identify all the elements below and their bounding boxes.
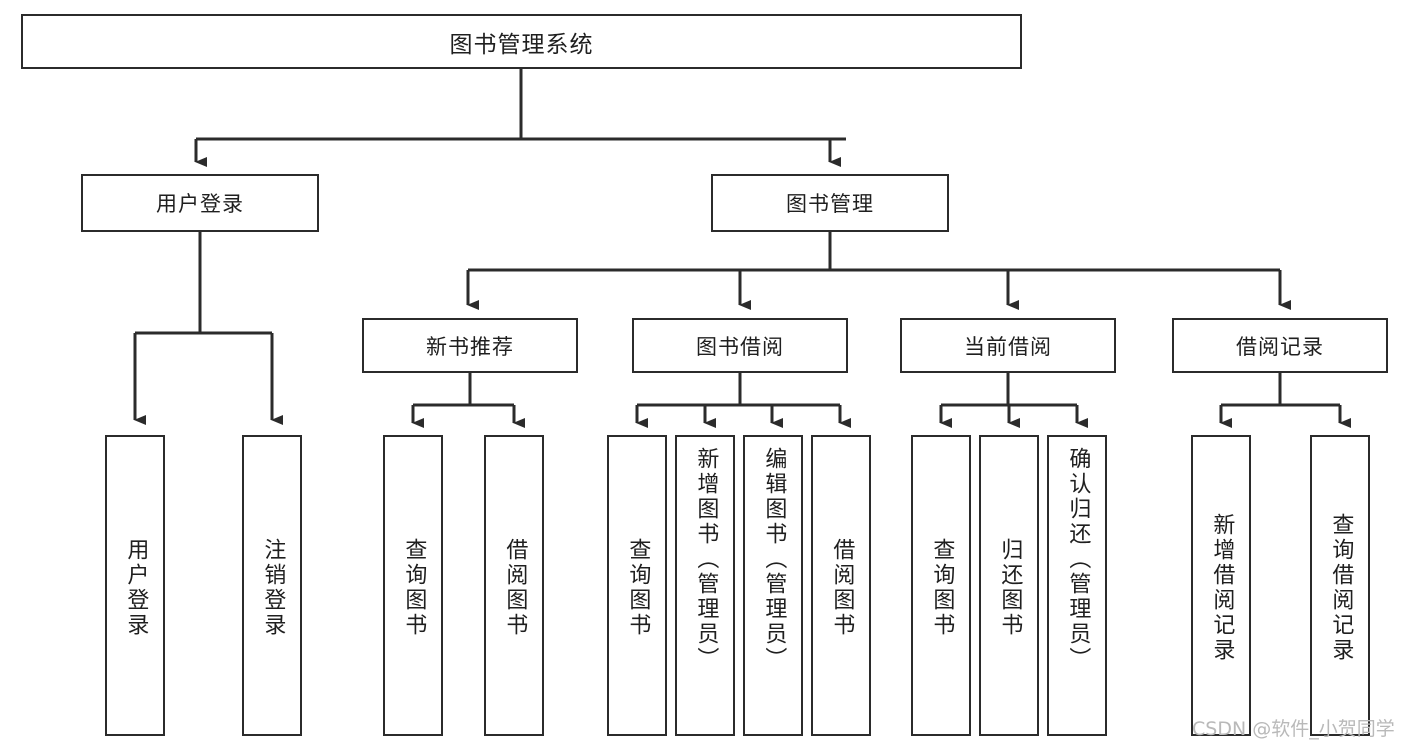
leaf-query-book-1-body: 查询图书: [385, 441, 441, 734]
leaf-user-login-body: 用户登录: [107, 441, 163, 734]
leaf-borrow-book-1[interactable]: 借阅图书: [484, 435, 544, 736]
leaf-return-book-label: 归还图书: [997, 537, 1023, 638]
node-new-book-recommend[interactable]: 新书推荐: [362, 318, 578, 373]
leaf-query-record-body: 查询借阅记录: [1312, 441, 1368, 734]
leaf-confirm-return-body: 确认归还（管理员）: [1049, 441, 1105, 734]
node-current-borrow[interactable]: 当前借阅: [900, 318, 1116, 373]
leaf-query-book-2-label: 查询图书: [625, 537, 651, 638]
leaf-query-book-3-label: 查询图书: [929, 537, 955, 638]
leaf-borrow-book-2-body: 借阅图书: [813, 441, 869, 734]
leaf-borrow-book-1-body: 借阅图书: [486, 441, 542, 734]
leaf-user-login-label: 用户登录: [123, 537, 149, 638]
leaf-query-book-3-body: 查询图书: [913, 441, 969, 734]
node-borrow-record-label: 借阅记录: [1236, 334, 1324, 359]
node-book-manage-label: 图书管理: [786, 192, 874, 216]
leaf-logout-login-label: 注销登录: [260, 537, 286, 638]
leaf-query-book-1[interactable]: 查询图书: [383, 435, 443, 736]
leaf-logout-login-body: 注销登录: [244, 441, 300, 734]
leaf-add-book-label: 新增图书（管理员）: [693, 447, 719, 672]
leaf-add-book-body: 新增图书（管理员）: [677, 441, 733, 734]
leaf-confirm-return[interactable]: 确认归还（管理员）: [1047, 435, 1107, 736]
leaf-add-book[interactable]: 新增图书（管理员）: [675, 435, 735, 736]
node-root-label: 图书管理系统: [449, 31, 594, 58]
leaf-user-login[interactable]: 用户登录: [105, 435, 165, 736]
leaf-query-record[interactable]: 查询借阅记录: [1310, 435, 1370, 736]
leaf-query-book-3[interactable]: 查询图书: [911, 435, 971, 736]
leaf-logout-login[interactable]: 注销登录: [242, 435, 302, 736]
leaf-borrow-book-2-label: 借阅图书: [829, 537, 855, 638]
node-borrow-record[interactable]: 借阅记录: [1172, 318, 1388, 373]
leaf-add-record[interactable]: 新增借阅记录: [1191, 435, 1251, 736]
csdn-watermark: CSDN @软件_小贺同学: [1192, 718, 1395, 740]
leaf-add-record-body: 新增借阅记录: [1193, 441, 1249, 734]
leaf-return-book-body: 归还图书: [981, 441, 1037, 734]
leaf-edit-book-body: 编辑图书（管理员）: [745, 441, 801, 734]
leaf-edit-book-label: 编辑图书（管理员）: [761, 447, 787, 672]
leaf-query-book-1-label: 查询图书: [401, 537, 427, 638]
leaf-borrow-book-2[interactable]: 借阅图书: [811, 435, 871, 736]
node-book-borrow[interactable]: 图书借阅: [632, 318, 848, 373]
node-book-borrow-label: 图书借阅: [696, 334, 784, 359]
node-user-login-label: 用户登录: [156, 192, 244, 216]
node-current-borrow-label: 当前借阅: [964, 334, 1052, 359]
leaf-borrow-book-1-label: 借阅图书: [502, 537, 528, 638]
leaf-query-book-2-body: 查询图书: [609, 441, 665, 734]
leaf-query-record-label: 查询借阅记录: [1328, 512, 1354, 663]
node-book-manage[interactable]: 图书管理: [711, 174, 949, 232]
leaf-confirm-return-label: 确认归还（管理员）: [1065, 447, 1091, 672]
leaf-return-book[interactable]: 归还图书: [979, 435, 1039, 736]
node-new-book-recommend-label: 新书推荐: [426, 334, 514, 359]
leaf-edit-book[interactable]: 编辑图书（管理员）: [743, 435, 803, 736]
leaf-add-record-label: 新增借阅记录: [1209, 512, 1235, 663]
node-user-login[interactable]: 用户登录: [81, 174, 319, 232]
node-root[interactable]: 图书管理系统: [21, 14, 1022, 69]
leaf-query-book-2[interactable]: 查询图书: [607, 435, 667, 736]
